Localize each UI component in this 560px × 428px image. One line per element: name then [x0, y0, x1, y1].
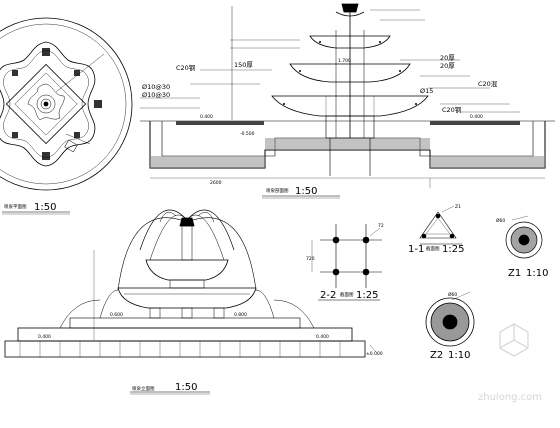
section-2-2 — [311, 224, 382, 301]
dim-0400-mid: 0.400 — [316, 334, 329, 340]
section-1-1-sub: 截面图 — [426, 245, 440, 252]
dim-0000: ±0.000 — [366, 351, 383, 357]
section-view-scale: 1:50 — [295, 186, 317, 197]
detail-z1-dia: Ø60 — [496, 217, 505, 224]
note-r210b: Ø10@30 — [142, 91, 170, 99]
elevation-view-scale: 1:50 — [175, 382, 197, 393]
detail-z1-scale: 1:10 — [526, 268, 548, 279]
dim-0800: 0.800 — [234, 312, 247, 318]
section-2-2-label: 2-2 — [320, 290, 336, 301]
dim-0600: 0.600 — [110, 312, 123, 318]
section-1-1-scale: 1:25 — [442, 244, 464, 255]
watermark-text: zhulong.com — [478, 392, 542, 403]
note-c20-right: C20钢 — [442, 106, 462, 114]
plan-star-shape — [0, 41, 105, 167]
plan-view-label: 喷泉平面图 — [4, 203, 27, 210]
dim-72: 72 — [378, 223, 384, 229]
note-r150: 150厚 — [234, 61, 253, 69]
watermark: zhulong.com — [478, 323, 542, 403]
plan-inner-circle — [0, 23, 127, 185]
note-r20b: 20厚 — [440, 62, 455, 70]
plan-view-scale: 1:50 — [34, 202, 56, 213]
detail-z1-label: Z1 — [508, 268, 521, 279]
section-2-2-scale: 1:25 — [356, 290, 378, 301]
elevation-view-label: 喷泉立面图 — [132, 385, 155, 392]
plan-view — [0, 17, 133, 215]
section-2-2-sub: 截面图 — [340, 291, 354, 298]
elevation-view — [4, 209, 377, 395]
section-1-1 — [419, 205, 462, 245]
note-c20-left: C20钢 — [176, 64, 196, 72]
dim-z1-tag: Z1 — [455, 204, 461, 210]
detail-z2-scale: 1:10 — [448, 350, 470, 361]
dim-0500: -0.500 — [240, 131, 255, 137]
note-r20a: 20厚 — [440, 54, 455, 62]
plan-outer-circle — [0, 17, 133, 191]
watermark-logo-icon — [499, 323, 529, 357]
dim-0400-right: 0.400 — [470, 114, 483, 120]
detail-z2-label: Z2 — [430, 350, 443, 361]
note-r15: Ø15 — [420, 87, 433, 95]
dim-720: 720 — [306, 256, 315, 262]
detail-z1 — [505, 215, 543, 259]
section-view — [140, 3, 555, 199]
dim-1700: 1.700 — [338, 58, 351, 64]
note-r210a: Ø10@30 — [142, 83, 170, 91]
section-view-label: 喷泉剖面图 — [266, 187, 289, 194]
detail-z2 — [425, 291, 475, 347]
section-1-1-label: 1-1 — [408, 244, 424, 255]
note-c20-mix: C20混 — [478, 79, 498, 88]
dim-2600: 2600 — [210, 180, 222, 186]
detail-z2-dia: Ø60 — [448, 291, 457, 298]
dim-0400-elev: 0.400 — [38, 334, 51, 340]
dim-0400-left: 0.400 — [200, 114, 213, 120]
